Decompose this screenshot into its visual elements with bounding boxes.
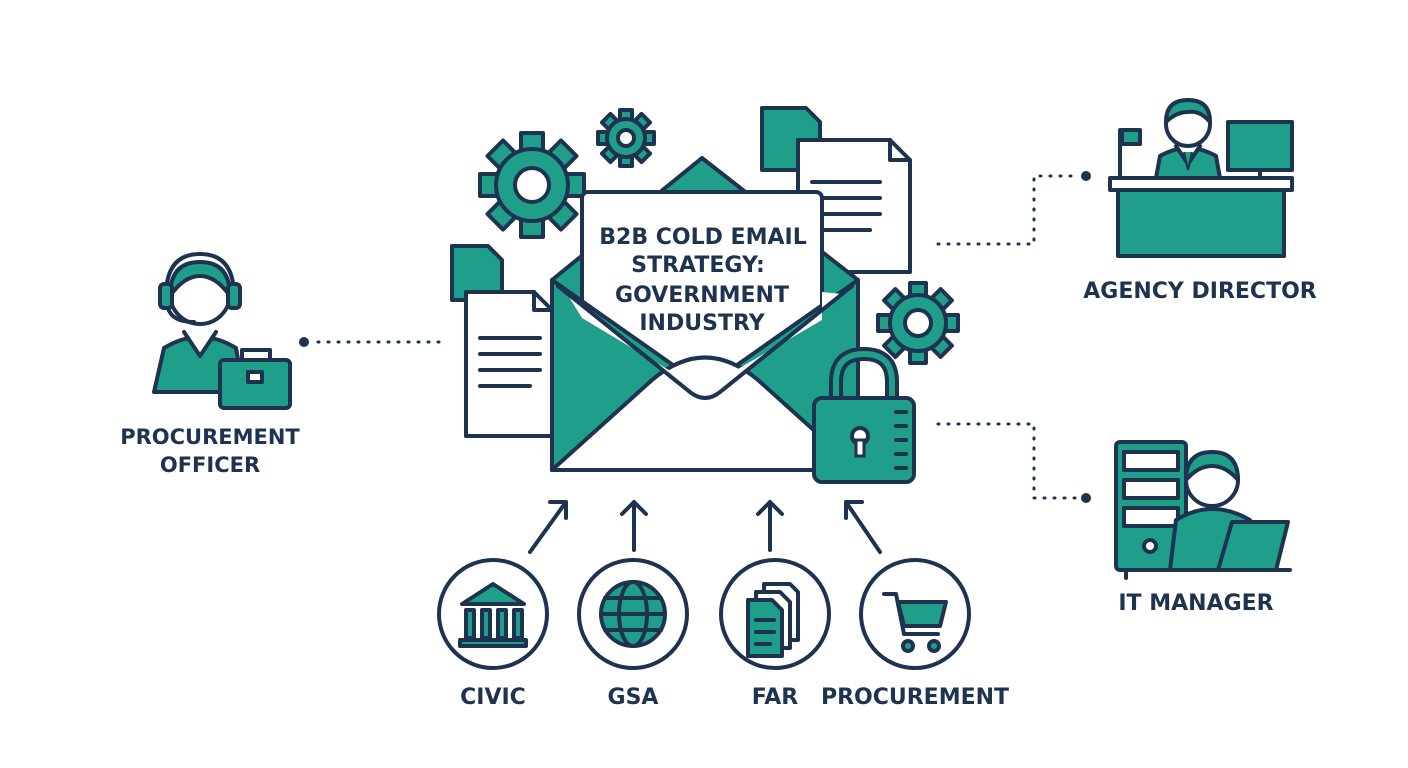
document-icon — [450, 244, 504, 302]
agency-director-persona: AGENCY DIRECTOR — [1083, 98, 1317, 304]
arrow-up-right-icon — [528, 500, 568, 554]
connector-agency-director — [936, 171, 1091, 246]
procurement-officer-label-line-1: PROCUREMENT — [120, 425, 300, 449]
arrow-up-icon — [756, 500, 784, 552]
source-label-gsa: GSA — [608, 685, 659, 710]
title-line-3: GOVERNMENT — [615, 283, 789, 308]
source-label-procurement: PROCUREMENT — [821, 685, 1009, 710]
globe-icon — [599, 580, 667, 648]
source-civic: CIVIC — [437, 558, 549, 710]
shopping-cart-icon — [882, 592, 948, 653]
procurement-officer-label-line-2: OFFICER — [160, 453, 260, 477]
person-with-laptop-icon — [1168, 450, 1292, 572]
source-far: FAR — [719, 558, 831, 710]
connector-procurement-officer — [299, 337, 442, 347]
small-gear-icon — [596, 108, 656, 168]
bank-building-icon — [458, 582, 528, 648]
medium-gear-icon — [876, 281, 960, 365]
title-line-4: INDUSTRY — [639, 311, 765, 336]
arrow-up-icon — [620, 500, 648, 552]
source-label-civic: CIVIC — [460, 685, 526, 710]
envelope-icon — [550, 156, 860, 472]
large-gear-icon — [478, 131, 586, 239]
briefcase-icon — [218, 348, 292, 410]
title-line-2: STRATEGY: — [631, 253, 765, 278]
person-at-desk-icon — [1108, 98, 1294, 258]
source-gsa: GSA — [577, 558, 689, 710]
padlock-icon — [812, 346, 916, 484]
documents-icon — [746, 582, 800, 658]
arrow-up-left-icon — [844, 500, 882, 554]
source-procurement: PROCUREMENT — [821, 558, 1009, 710]
title-line-1: B2B COLD EMAIL — [599, 225, 806, 250]
source-arrows — [528, 500, 882, 554]
procurement-officer-persona: PROCUREMENT OFFICER — [120, 252, 300, 477]
headset-person-icon — [152, 252, 246, 394]
it-manager-persona: IT MANAGER — [1114, 440, 1292, 616]
document-lines-icon — [464, 290, 554, 438]
central-email-cluster: B2B COLD EMAIL STRATEGY: GOVERNMENT INDU… — [450, 106, 960, 484]
connector-it-manager — [936, 422, 1091, 503]
source-label-far: FAR — [752, 685, 799, 710]
server-icon — [1114, 440, 1188, 580]
it-manager-label: IT MANAGER — [1118, 591, 1273, 616]
agency-director-label: AGENCY DIRECTOR — [1083, 279, 1317, 304]
